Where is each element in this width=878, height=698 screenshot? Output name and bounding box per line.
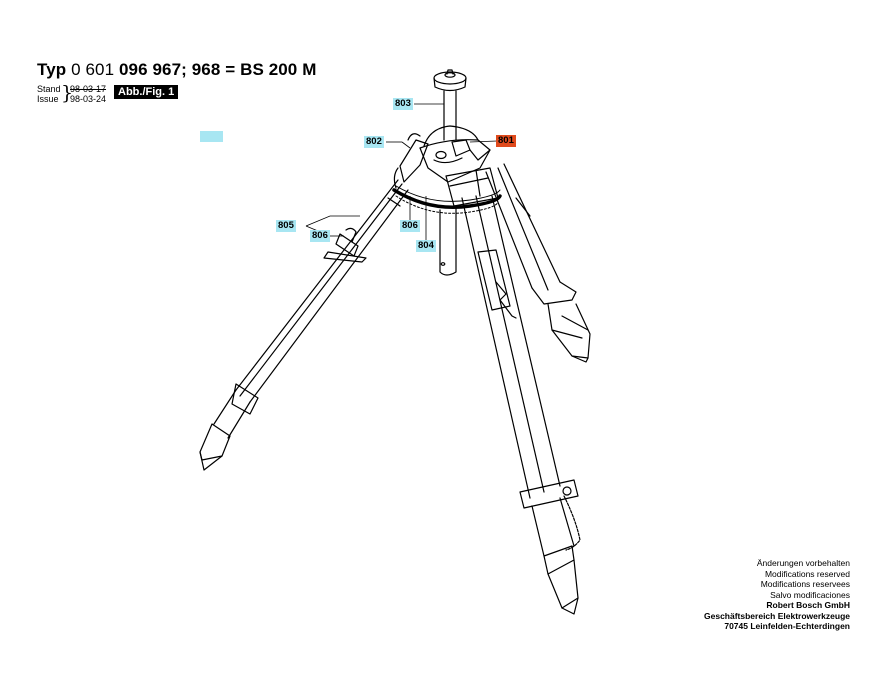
callout-806-center: 806 (400, 220, 420, 232)
footer-line-1: Änderungen vorbehalten (756, 558, 850, 568)
page-title: Typ 0 601 096 967; 968 = BS 200 M (37, 60, 316, 80)
issue-value: 98-03-24 (70, 94, 107, 104)
callout-805: 805 (276, 220, 296, 232)
footer-block: Änderungen vorbehalten Modifications res… (704, 558, 850, 632)
callout-801: 801 (496, 135, 516, 147)
footer-division: Geschäftsbereich Elektrowerkzeuge (704, 610, 850, 621)
stand-label: Stand (37, 84, 61, 94)
column-knob-icon (433, 69, 467, 92)
callout-803: 803 (393, 98, 413, 110)
right-leg (485, 163, 591, 363)
title-number-light: 0 601 (71, 60, 115, 79)
title-equals: = (225, 60, 236, 79)
lower-column (439, 207, 457, 276)
color-swatch (200, 131, 223, 142)
footer-company: Robert Bosch GmbH (766, 600, 850, 610)
callout-806-left: 806 (310, 230, 330, 242)
callout-802: 802 (364, 136, 384, 148)
footer-line-2: Modifications reserved (764, 568, 850, 579)
leader-802b (401, 141, 411, 149)
leader-805a (305, 215, 360, 227)
center-column (443, 90, 457, 141)
front-leg (461, 195, 581, 615)
title-number-bold: 096 967; 968 (118, 60, 221, 79)
footer-line-3: Modifications reservees (760, 579, 850, 589)
figure-badge: Abb./Fig. 1 (114, 85, 179, 99)
footer-line-4: Salvo modificaciones (770, 589, 850, 600)
leader-801 (469, 140, 498, 143)
issue-label: Issue (37, 94, 59, 104)
title-prefix: Typ (37, 60, 67, 79)
model-name: BS 200 M (240, 60, 317, 79)
left-leg (199, 179, 409, 471)
callout-804: 804 (416, 240, 436, 252)
tripod-head-icon (393, 125, 499, 207)
footer-address: 70745 Leinfelden-Echterdingen (724, 621, 850, 631)
brace-icon: } (61, 82, 74, 104)
stand-value: 98-03-17 (70, 84, 107, 94)
